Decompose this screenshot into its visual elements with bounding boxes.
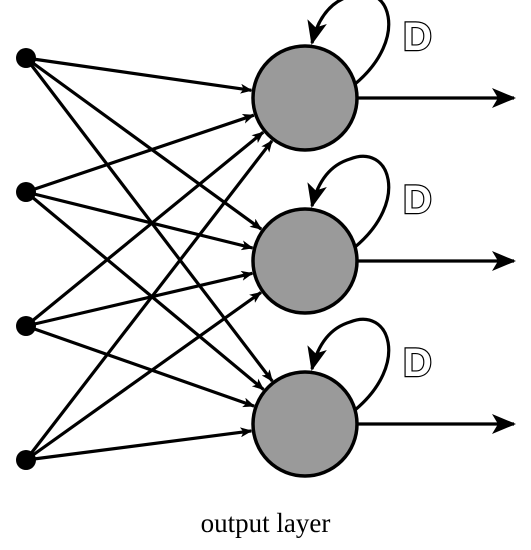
- delay-loop-1: [307, 0, 391, 86]
- delay-label-2: D: [403, 178, 432, 222]
- connection-arrow-3-2: [25, 270, 254, 328]
- connection-arrows: [24, 56, 274, 462]
- delay-label-3: D: [403, 341, 432, 385]
- input-node-3: [16, 316, 36, 336]
- output-neurons: [251, 44, 359, 478]
- connection-arrow-3-1: [24, 130, 265, 328]
- connection-arrow-2-1: [25, 113, 255, 194]
- connection-arrow-2-2: [25, 190, 254, 251]
- delay-loops: [307, 0, 391, 412]
- output-neuron-3: [251, 370, 359, 478]
- output-neuron-2: [251, 207, 359, 315]
- delay-loop-2: [307, 154, 391, 249]
- output-arrows: [357, 88, 516, 434]
- delay-loop-3: [307, 317, 391, 412]
- connection-arrow-2-3: [24, 190, 265, 391]
- connection-arrow-1-2: [25, 56, 263, 231]
- input-node-2: [16, 182, 36, 202]
- connection-arrow-4-3: [25, 427, 253, 462]
- output-neuron-1: [251, 44, 359, 152]
- connection-arrow-4-1: [24, 139, 274, 461]
- delay-labels: D D D: [402, 14, 433, 386]
- connection-arrow-1-1: [25, 56, 253, 94]
- connection-arrow-3-3: [25, 324, 256, 408]
- delay-label-1: D: [403, 15, 432, 59]
- connection-arrow-1-3: [24, 57, 274, 383]
- input-nodes: [16, 48, 36, 470]
- diagram-caption: output layer: [200, 508, 331, 538]
- connection-arrow-4-2: [25, 291, 262, 462]
- input-node-4: [16, 450, 36, 470]
- input-node-1: [16, 48, 36, 68]
